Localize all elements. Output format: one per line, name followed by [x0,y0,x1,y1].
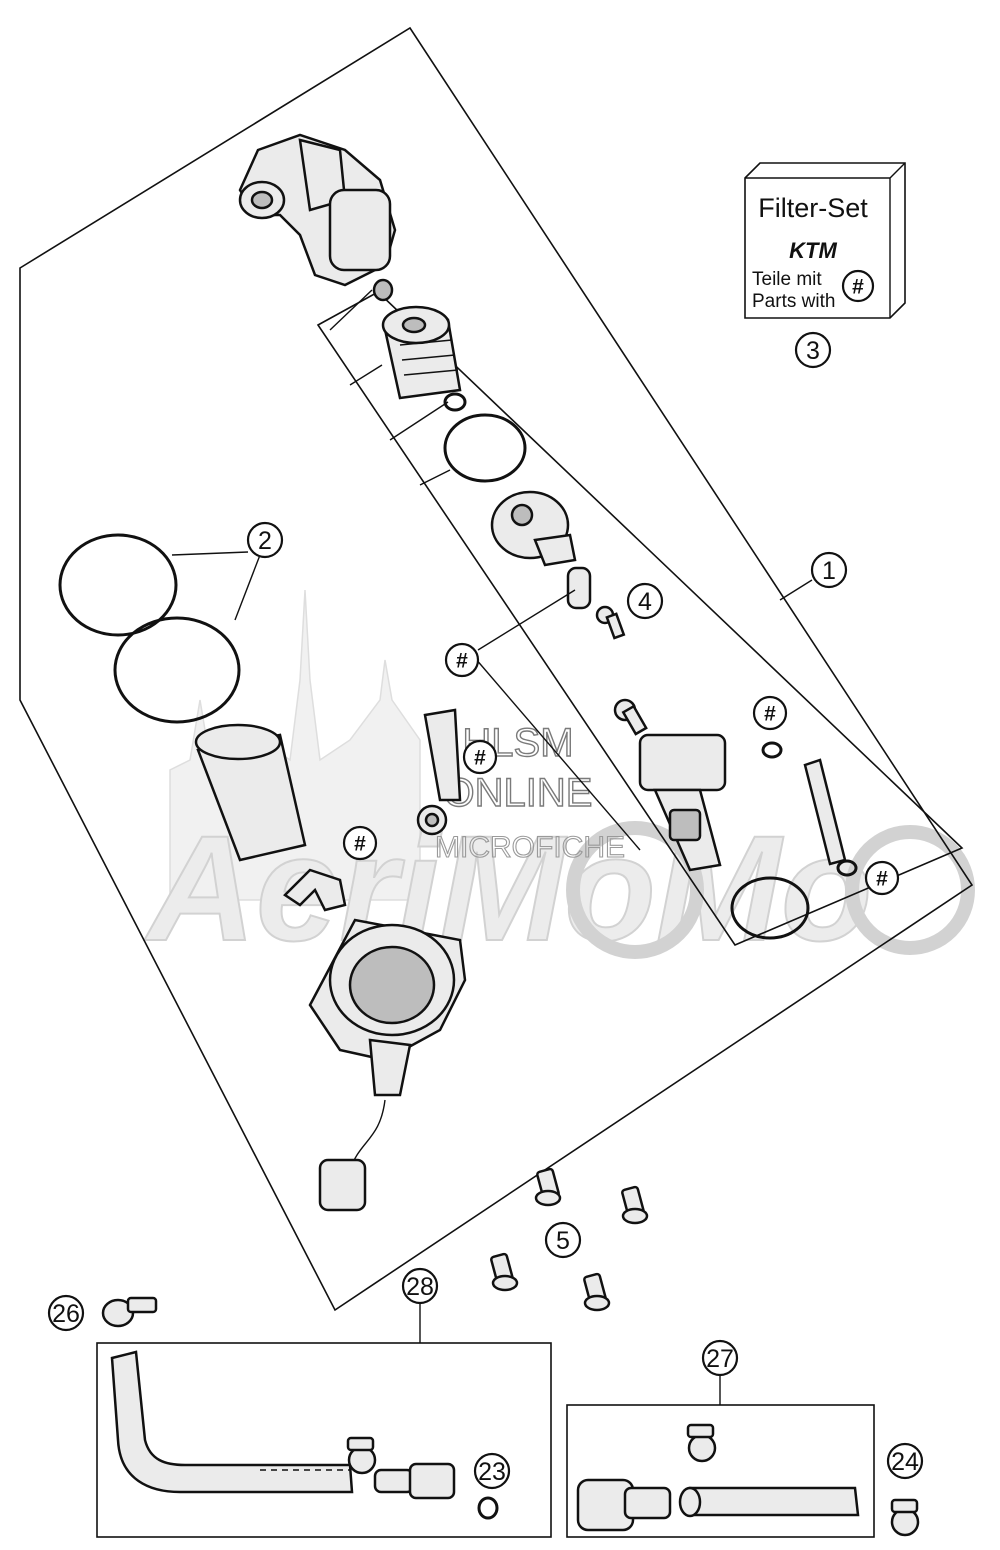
leader-line [349,364,383,386]
hash-marker[interactable]: # [342,825,378,861]
filter-set-line1: Teile mit [752,269,822,290]
fuel-hose-straight[interactable] [678,1486,860,1518]
quick-connector-2[interactable] [576,1478,672,1532]
filter-set-title: Filter-Set [758,193,868,223]
callout-24[interactable]: 24 [886,1442,924,1480]
clip[interactable] [423,708,462,802]
callout-5[interactable]: 5 [544,1221,582,1259]
fuel-pump-head[interactable] [238,133,397,287]
leader-line [779,579,813,601]
leader-line [329,289,373,331]
svg-text:#: # [456,650,468,673]
hose-clip[interactable] [101,1296,158,1328]
ktm-logo-icon: KTM [789,238,837,263]
svg-text:#: # [354,833,366,856]
assembly-outline [19,26,974,1312]
hose-clamp[interactable] [346,1436,377,1475]
hose-clamp-2[interactable] [686,1423,717,1463]
callout-27[interactable]: 27 [701,1339,739,1377]
svg-text:24: 24 [891,1448,919,1476]
leader-line [171,551,249,556]
filter-set-line2: Parts with [752,291,835,312]
svg-text:3: 3 [806,337,820,365]
screw[interactable] [595,605,626,640]
svg-text:#: # [876,868,888,891]
svg-text:23: 23 [478,1458,506,1486]
wiring-connector[interactable] [318,1099,386,1212]
svg-text:4: 4 [638,588,652,616]
pump-flange[interactable] [308,918,467,1097]
filter-set-hash-symbol: # [852,276,864,299]
hose-clamp-3[interactable] [890,1498,920,1537]
fuel-level-sender[interactable] [638,733,727,872]
callout-1[interactable]: 1 [810,551,848,589]
bolt[interactable] [534,1167,562,1207]
hash-marker[interactable]: # [864,860,900,896]
watermark-line2: ONLINE [444,771,593,815]
hash-marker[interactable]: # [444,642,480,678]
callout-26[interactable]: 26 [47,1294,85,1332]
quick-connector[interactable] [373,1462,456,1500]
bolt[interactable] [583,1272,611,1312]
callout-4[interactable]: 4 [626,582,664,620]
small-o-ring-2[interactable] [477,1496,499,1520]
svg-text:#: # [474,747,486,770]
leader-line [419,469,451,486]
fuel-filter[interactable] [381,305,462,400]
leader-line [234,554,261,621]
callout-28[interactable]: 28 [401,1267,439,1305]
small-o-ring[interactable] [443,392,467,412]
wheel-watermark-icon [845,825,975,955]
callout-3[interactable]: 3 [794,331,832,369]
o-ring-sender[interactable] [730,876,810,940]
hash-marker[interactable]: # [752,695,788,731]
watermark-line3: MICROFICHE [435,831,625,864]
svg-text:#: # [764,703,776,726]
filter-sleeve[interactable] [194,723,307,862]
spring[interactable] [372,278,394,302]
svg-text:5: 5 [556,1227,570,1255]
large-o-ring[interactable] [443,413,527,483]
leader-line [474,657,641,851]
pressure-regulator[interactable] [490,490,577,567]
svg-text:2: 2 [258,527,272,555]
o-ring-large-1[interactable] [58,533,178,637]
nut[interactable] [416,804,448,836]
svg-text:28: 28 [406,1273,434,1301]
wheel-watermark-icon [566,821,704,959]
filter-set-box[interactable]: Filter-Set KTM Teile mit Parts with # [744,162,906,319]
screw-2[interactable] [613,698,648,736]
fuel-hose-bent[interactable] [110,1350,354,1494]
leader-line [389,401,449,441]
washer-2[interactable] [836,859,858,877]
leader-line [477,589,576,651]
svg-text:26: 26 [52,1300,80,1328]
washer[interactable] [761,741,783,759]
retainer-clip[interactable] [283,868,347,912]
hose-kit-frame [96,1342,552,1538]
o-ring-large-2[interactable] [113,616,241,724]
callout-2[interactable]: 2 [246,521,284,559]
hash-marker[interactable]: # [462,739,498,775]
callout-23[interactable]: 23 [473,1452,511,1490]
svg-text:1: 1 [822,557,836,585]
bolt[interactable] [490,1252,519,1292]
sleeve[interactable] [566,566,592,610]
bolt[interactable] [621,1185,649,1225]
svg-text:27: 27 [706,1345,734,1373]
